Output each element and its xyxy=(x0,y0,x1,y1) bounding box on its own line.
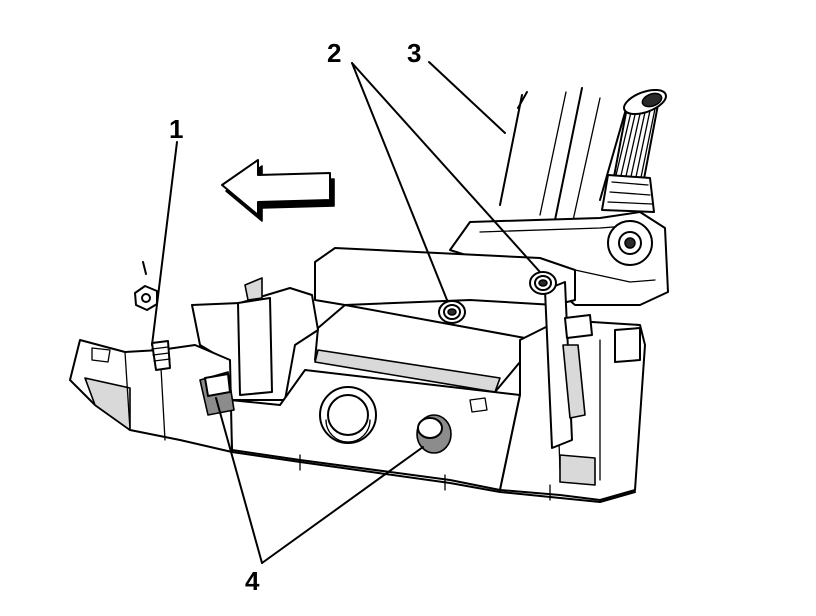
callout-4: 4 xyxy=(245,566,260,596)
callout-2: 2 xyxy=(327,38,341,68)
retainer-slot-center xyxy=(416,414,452,454)
mounting-nut-upper xyxy=(529,271,557,295)
callout-3: 3 xyxy=(407,38,421,68)
retainer-slot-left xyxy=(199,371,235,416)
upper-bracket-arm xyxy=(449,211,669,306)
bracket-housing xyxy=(69,247,646,503)
steering-column-tube xyxy=(499,87,629,226)
mounting-nut-middle xyxy=(438,300,466,324)
splined-shaft xyxy=(601,88,667,213)
leader-lines-4 xyxy=(215,397,424,564)
bolt-fastener xyxy=(134,261,171,371)
leader-lines-2 xyxy=(351,62,541,301)
leader-line-1 xyxy=(151,141,178,346)
arrow-left-icon xyxy=(221,159,335,222)
callout-1: 1 xyxy=(169,114,183,144)
leader-line-3 xyxy=(428,61,506,134)
